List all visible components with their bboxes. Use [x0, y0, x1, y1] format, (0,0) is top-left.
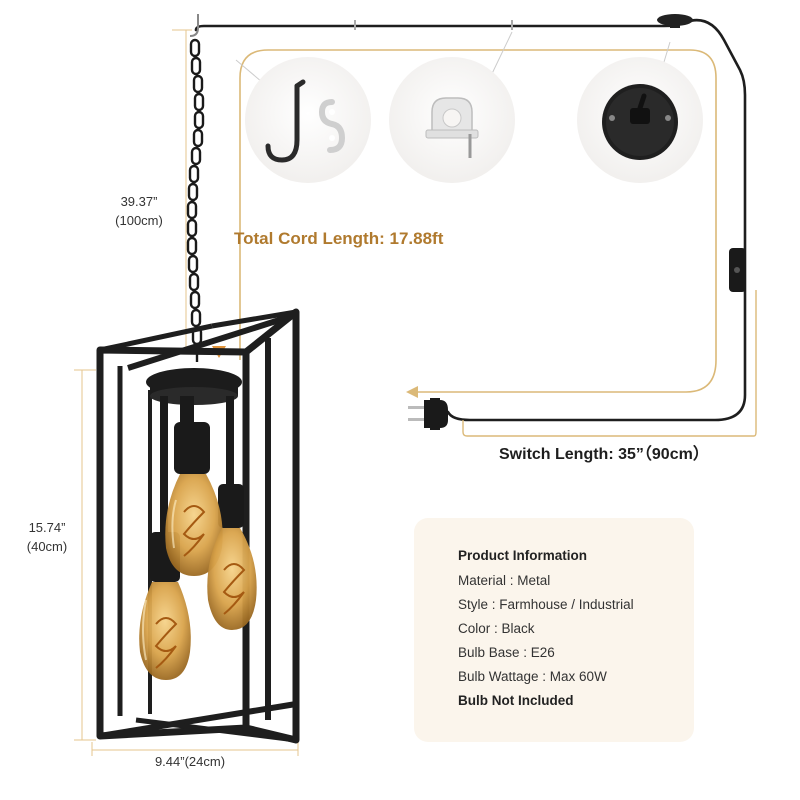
lamp-height-cm: (40cm) [26, 539, 68, 554]
switch-length-guide [462, 290, 757, 437]
cord-clip-icon [425, 97, 479, 158]
product-info-bulb-base: Bulb Base : E26 [458, 645, 555, 660]
product-info-title: Product Information [458, 548, 587, 563]
hook-detail-circle [235, 57, 371, 183]
product-info-color: Color : Black [458, 621, 535, 636]
edison-bulb-2 [207, 528, 257, 630]
lamp-height-inch: 15.74” [28, 520, 66, 535]
product-info-bulb-wattage: Bulb Wattage : Max 60W [458, 669, 607, 684]
chain-length-cm: (100cm) [115, 213, 163, 228]
ceiling-canopy [657, 14, 693, 28]
hook-icon [265, 79, 306, 163]
chain [186, 38, 205, 362]
lamp-height-guide [74, 369, 96, 741]
chain-length-inch: 39.37” [120, 194, 158, 209]
product-info-bulb-note: Bulb Not Included [458, 693, 574, 708]
lamp-width-guide [91, 742, 299, 756]
lamp-hub [146, 368, 242, 536]
product-info-style: Style : Farmhouse / Industrial [458, 597, 634, 612]
plug-icon [408, 398, 448, 430]
chain-length-label: 39.37” (100cm) [104, 192, 174, 230]
ceiling-canopy-icon [602, 84, 678, 160]
clip-detail-circle [389, 31, 515, 183]
ceiling-hook [189, 14, 199, 37]
bulb-socket-1 [174, 422, 210, 474]
cord-clips [354, 20, 513, 30]
inline-switch-icon [729, 248, 746, 292]
lamp-width-label: 9.44”(24cm) [154, 754, 226, 769]
lamp-height-label: 15.74” (40cm) [12, 518, 82, 556]
chain-length-guide [172, 29, 192, 350]
total-cord-length-label: Total Cord Length: 17.88ft [234, 229, 444, 248]
product-info-material: Material : Metal [458, 573, 551, 588]
power-cord [194, 18, 747, 422]
edison-bulb-1 [165, 474, 223, 576]
s-hook-icon [318, 99, 346, 153]
switch-length-label: Switch Length: 35”（90cm） [499, 446, 709, 463]
canopy-detail-circle [577, 41, 703, 183]
bulb-socket-2 [218, 484, 244, 528]
edison-bulb-3 [139, 582, 191, 680]
product-info-card: Product Information Material : Metal Sty… [414, 518, 694, 742]
